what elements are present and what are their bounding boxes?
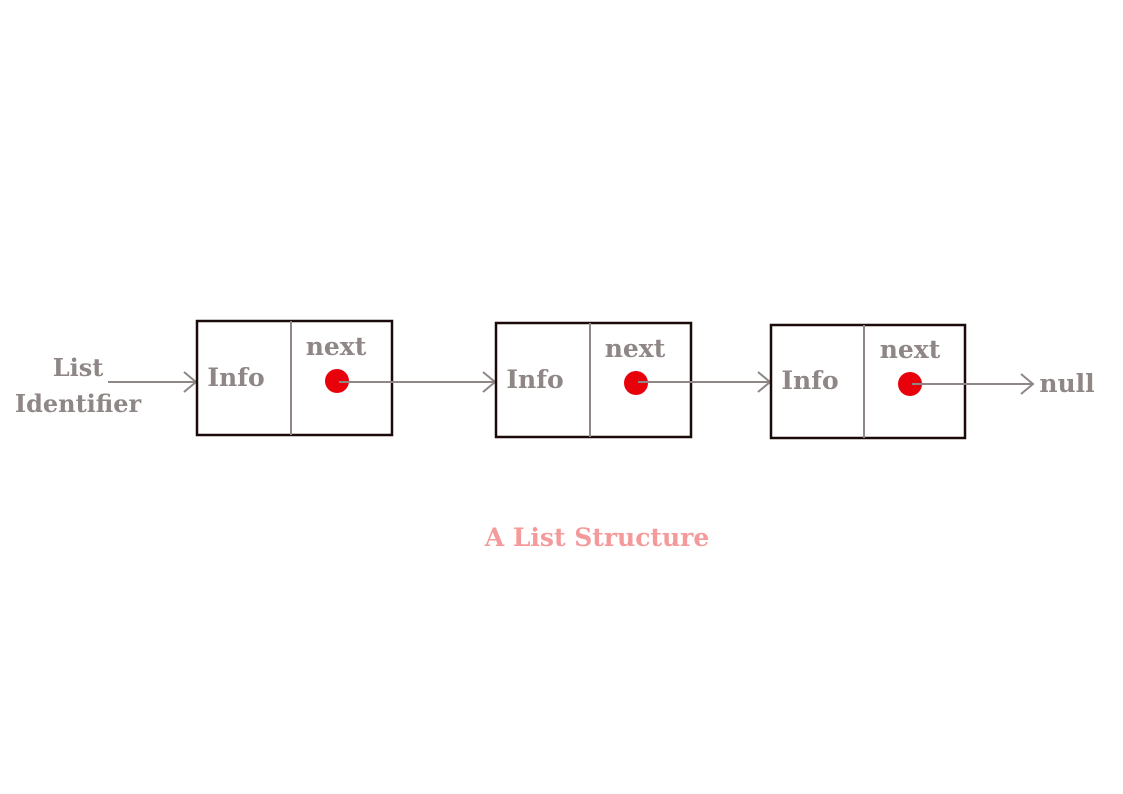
node-2-next-label: next — [605, 334, 666, 363]
node-3-box — [769, 323, 967, 440]
node-1-next-label: next — [306, 332, 367, 361]
list-node-3: Info next — [769, 323, 967, 440]
node-1-pointer-dot — [325, 369, 349, 393]
node-1-box — [195, 319, 394, 437]
node-3-next-label: next — [880, 335, 941, 364]
node-3-pointer-dot — [898, 372, 922, 396]
list-node-2: Info next — [494, 321, 693, 439]
node-3-to-null-arrow — [912, 373, 1035, 395]
list-identifier-label: List Identifier — [15, 353, 142, 418]
list-identifier-line2: Identifier — [15, 389, 142, 418]
node-3-info-label: Info — [781, 366, 838, 395]
list-identifier-line1: List — [53, 353, 104, 382]
null-terminator-label: null — [1039, 369, 1094, 398]
node-2-info-label: Info — [506, 365, 563, 394]
diagram-caption: A List Structure — [484, 523, 709, 552]
node-1-info-label: Info — [207, 363, 264, 392]
node-2-pointer-dot — [624, 371, 648, 395]
list-node-1: Info next — [195, 319, 394, 437]
node-2-box — [494, 321, 693, 439]
